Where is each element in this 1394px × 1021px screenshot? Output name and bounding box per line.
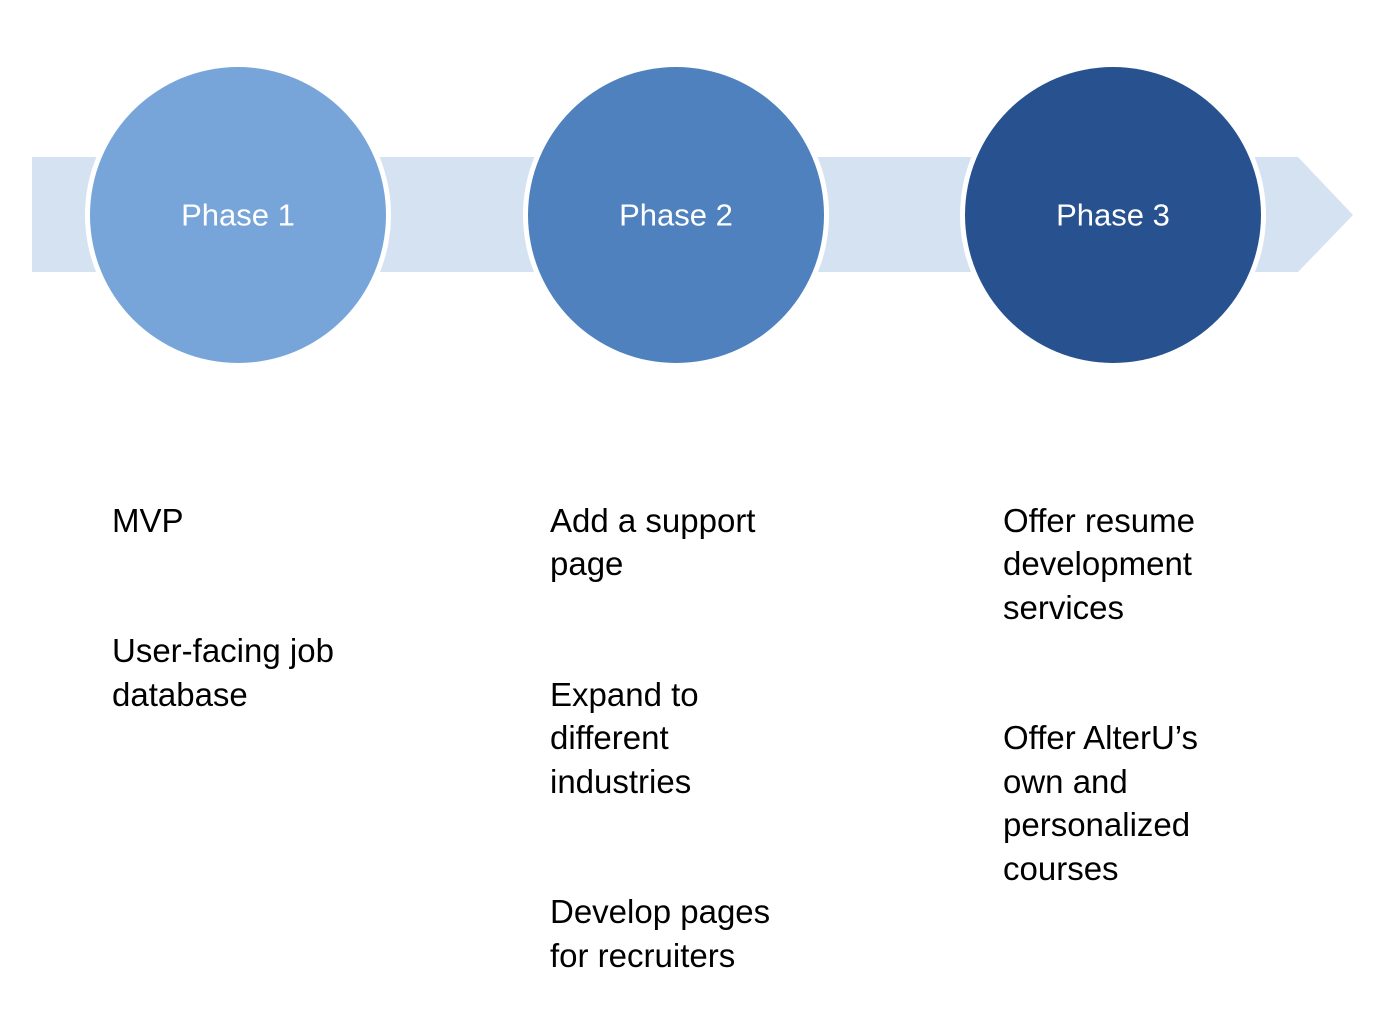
phase-2-detail-item: Add a support page bbox=[550, 501, 756, 583]
phase-node-3[interactable]: Phase 3 bbox=[965, 67, 1261, 363]
phase-3-detail-item: Offer resume development services bbox=[1003, 501, 1195, 626]
phase-1-label: Phase 1 bbox=[181, 198, 295, 233]
phase-2-label: Phase 2 bbox=[619, 198, 733, 233]
phase-2-circle[interactable] bbox=[528, 67, 824, 363]
phase-details-region: MVP User-facing job database Add a suppo… bbox=[0, 455, 1394, 974]
phase-3-circle[interactable] bbox=[965, 67, 1261, 363]
phase-1-detail-item: MVP bbox=[112, 501, 184, 539]
phase-node-1[interactable]: Phase 1 bbox=[90, 67, 386, 363]
phase-2-detail-item: Develop pages for recruiters bbox=[550, 893, 771, 974]
phase-node-2[interactable]: Phase 2 bbox=[528, 67, 824, 363]
process-arrow-diagram: Phase 1 Phase 2 Phase 3 bbox=[32, 67, 1353, 363]
phase-2-detail-item: Expand to different industries bbox=[550, 675, 699, 800]
phase-1-detail-column: MVP User-facing job database bbox=[112, 455, 382, 760]
phase-3-label: Phase 3 bbox=[1056, 198, 1170, 233]
phase-1-detail-item: User-facing job database bbox=[112, 632, 334, 713]
phase-2-detail-column: Add a support page Expand to different i… bbox=[550, 455, 806, 1021]
diagram-canvas: Phase 1 Phase 2 Phase 3 MVP User-facing … bbox=[0, 67, 1394, 974]
phase-3-detail-item: Offer AlterU’s own and personalized cour… bbox=[1003, 719, 1199, 887]
phase-3-detail-column: Offer resume development services Offer … bbox=[1003, 455, 1253, 934]
phase-1-circle[interactable] bbox=[90, 67, 386, 363]
